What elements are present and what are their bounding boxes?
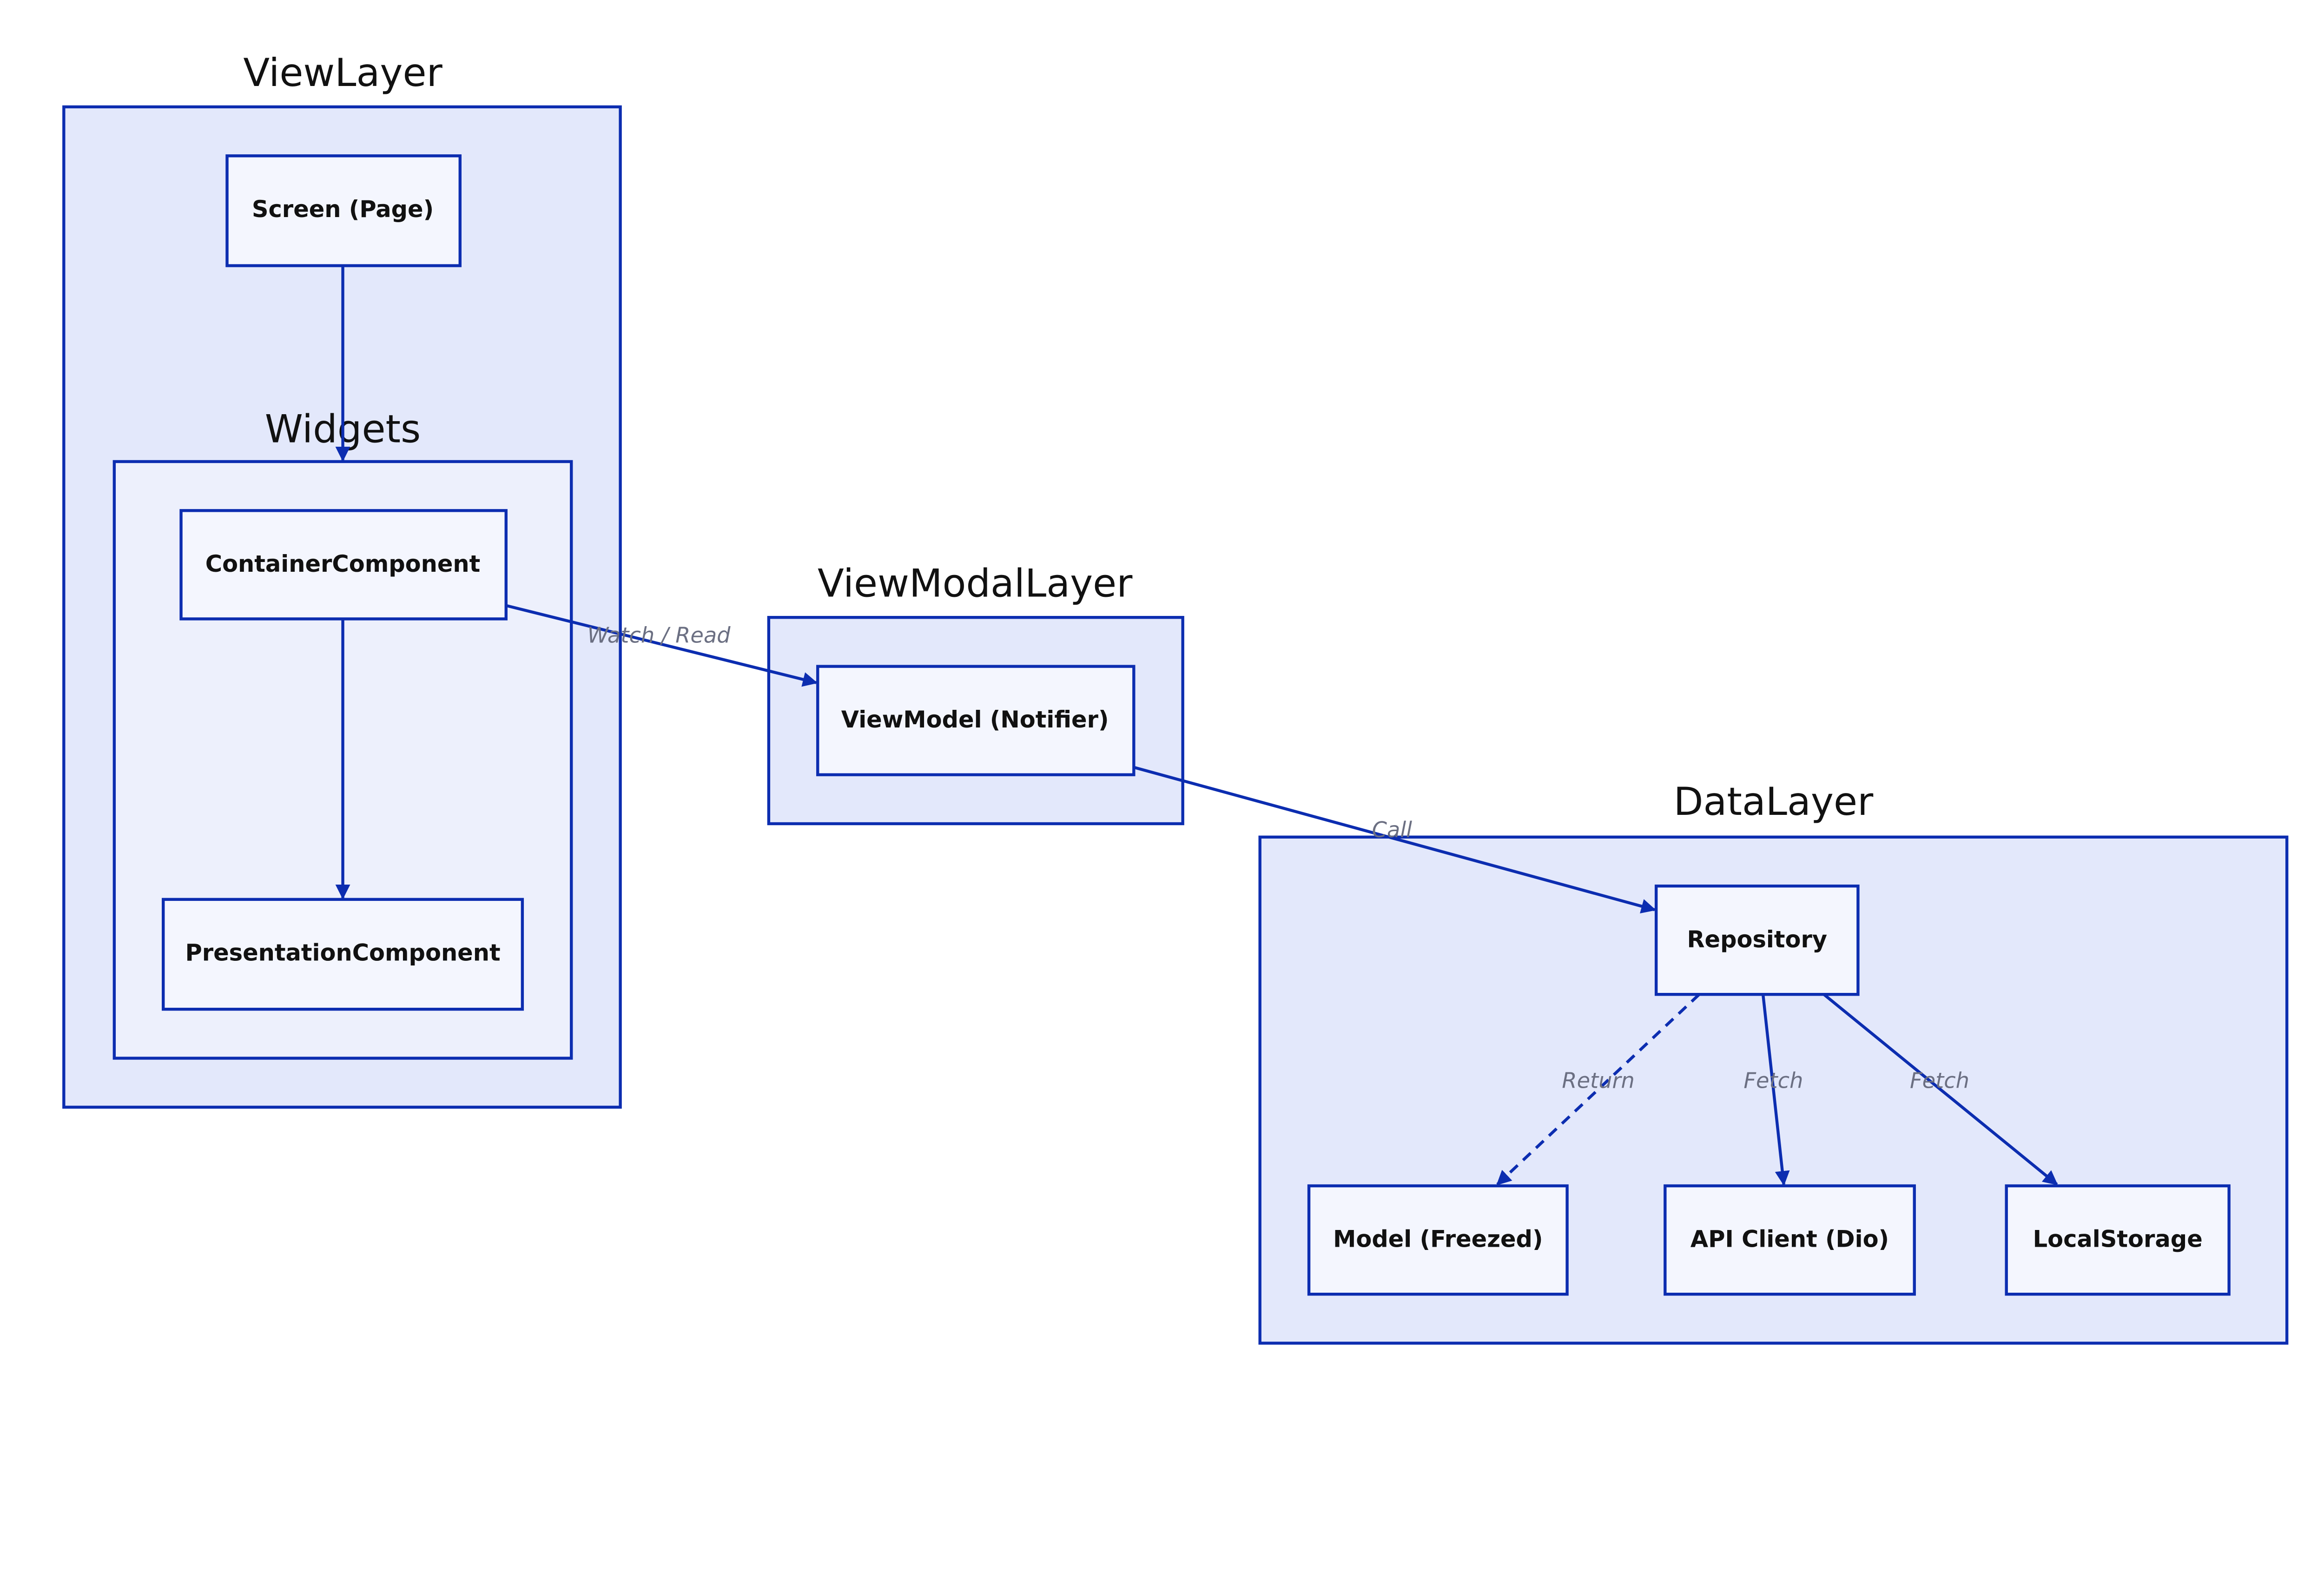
node-label: Repository — [1687, 926, 1827, 953]
node-model[interactable]: Model (Freezed) — [1307, 1184, 1569, 1296]
architecture-diagram: ViewLayer Widgets ViewModalLayer DataLay… — [62, 50, 2289, 1345]
node-label: LocalStorage — [2033, 1226, 2203, 1253]
cluster-title: DataLayer — [1674, 779, 1874, 824]
cluster-title: ViewModalLayer — [818, 561, 1133, 606]
edge-viewmodel-repository — [1133, 766, 1657, 914]
node-label: Screen (Page) — [252, 196, 434, 223]
node-repository[interactable]: Repository — [1655, 884, 1860, 996]
edge-label-fetch-api: Fetch — [1743, 1068, 1803, 1093]
node-screen[interactable]: Screen (Page) — [225, 154, 462, 267]
cluster-title: ViewLayer — [243, 50, 442, 95]
edge-repository-localstorage — [1822, 993, 2058, 1186]
node-label: API Client (Dio) — [1690, 1226, 1889, 1253]
edge-container-viewmodel — [505, 604, 818, 687]
node-container-component[interactable]: ContainerComponent — [179, 509, 508, 621]
edges: Watch / Read Call Return Fetch Fetch — [335, 265, 2058, 1186]
edge-label-fetch-local: Fetch — [1910, 1068, 1969, 1093]
node-label: PresentationComponent — [185, 939, 500, 966]
node-label: ViewModel (Notifier) — [841, 706, 1109, 733]
node-viewmodel[interactable]: ViewModel (Notifier) — [816, 665, 1136, 776]
edge-label-watch-read: Watch / Read — [588, 622, 731, 648]
node-label: ContainerComponent — [205, 550, 481, 577]
node-local-storage[interactable]: LocalStorage — [2005, 1184, 2231, 1296]
node-presentation-component[interactable]: PresentationComponent — [162, 898, 524, 1011]
node-api-client[interactable]: API Client (Dio) — [1664, 1184, 1916, 1296]
edge-label-call: Call — [1372, 817, 1413, 842]
edge-label-return: Return — [1562, 1068, 1634, 1093]
node-label: Model (Freezed) — [1333, 1226, 1543, 1253]
edge-repository-api — [1761, 994, 1790, 1186]
